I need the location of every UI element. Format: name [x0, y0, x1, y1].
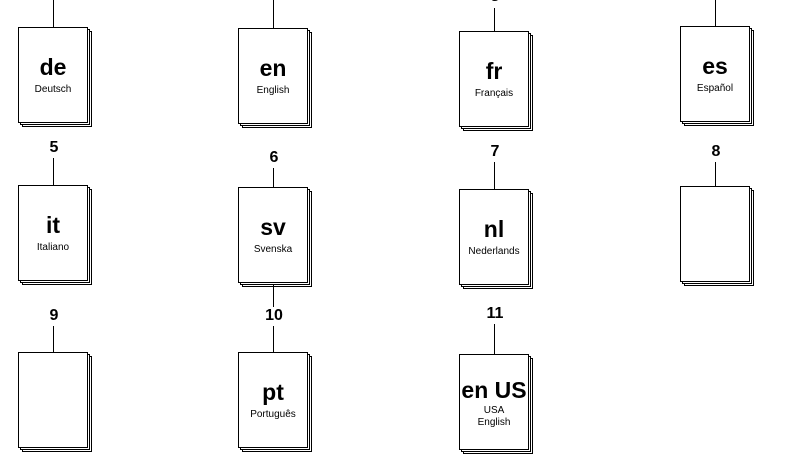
language-name: USA	[483, 404, 505, 416]
item-number: 11	[486, 305, 504, 322]
language-item-6: 6 sv Svenska	[238, 149, 358, 309]
item-number: 5	[49, 139, 59, 156]
book-icon: es Español	[680, 26, 754, 126]
language-code: nl	[483, 216, 505, 242]
connector-line	[715, 162, 716, 186]
language-name: Italiano	[36, 242, 70, 253]
connector-line	[273, 326, 274, 352]
connector-line	[53, 158, 54, 185]
item-number: 6	[269, 149, 279, 166]
language-name: English	[256, 85, 290, 96]
language-code: de	[39, 54, 67, 80]
book-icon: pt Português	[238, 352, 312, 452]
language-code: en US	[461, 376, 527, 403]
book-icon: fr Français	[459, 31, 533, 131]
book-icon	[680, 186, 754, 286]
language-item-3: 3 fr Français	[459, 0, 579, 148]
language-code: it	[45, 212, 61, 238]
connector-line	[273, 285, 274, 307]
item-number: 10	[265, 307, 283, 324]
item-number: 7	[490, 143, 500, 160]
language-item-9: 9	[18, 307, 138, 467]
language-item-1: 1 de Deutsch	[18, 0, 138, 140]
item-number: 9	[49, 307, 59, 324]
language-item-4: 4 es Español	[680, 0, 799, 136]
language-item-2: 2 en English	[238, 0, 358, 142]
connector-line	[273, 168, 274, 187]
language-name: Nederlands	[468, 246, 520, 257]
book-icon: en English	[238, 28, 312, 128]
language-name: Français	[474, 88, 514, 99]
language-item-8: 8	[680, 143, 799, 303]
language-item-5: 5 it Italiano	[18, 139, 138, 299]
language-name: Português	[250, 409, 296, 420]
book-icon: nl Nederlands	[459, 189, 533, 289]
connector-line	[53, 326, 54, 352]
book-icon: sv Svenska	[238, 187, 312, 287]
language-code: es	[702, 53, 728, 79]
language-name: Deutsch	[34, 84, 72, 95]
language-item-7: 7 nl Nederlands	[459, 143, 579, 303]
connector-line	[53, 0, 54, 27]
language-name-line2: English	[477, 416, 511, 428]
item-number: 8	[711, 143, 721, 160]
connector-line	[494, 162, 495, 189]
language-code: fr	[485, 58, 503, 84]
language-item-10: 10 pt Português	[238, 307, 358, 467]
connector-line	[494, 8, 495, 31]
language-code: sv	[260, 214, 286, 240]
language-name: Svenska	[253, 244, 293, 255]
language-code: en	[259, 55, 287, 81]
book-icon	[18, 352, 92, 452]
item-number: 3	[459, 0, 531, 6]
book-icon: de Deutsch	[18, 27, 92, 127]
connector-line	[273, 0, 274, 28]
language-code: pt	[262, 379, 284, 405]
connector-line	[494, 324, 495, 354]
book-icon: en US USA English	[459, 354, 533, 454]
connector-line	[715, 0, 716, 26]
book-icon: it Italiano	[18, 185, 92, 285]
language-item-11: 11 en US USA English	[459, 305, 579, 465]
language-name: Español	[696, 83, 734, 94]
